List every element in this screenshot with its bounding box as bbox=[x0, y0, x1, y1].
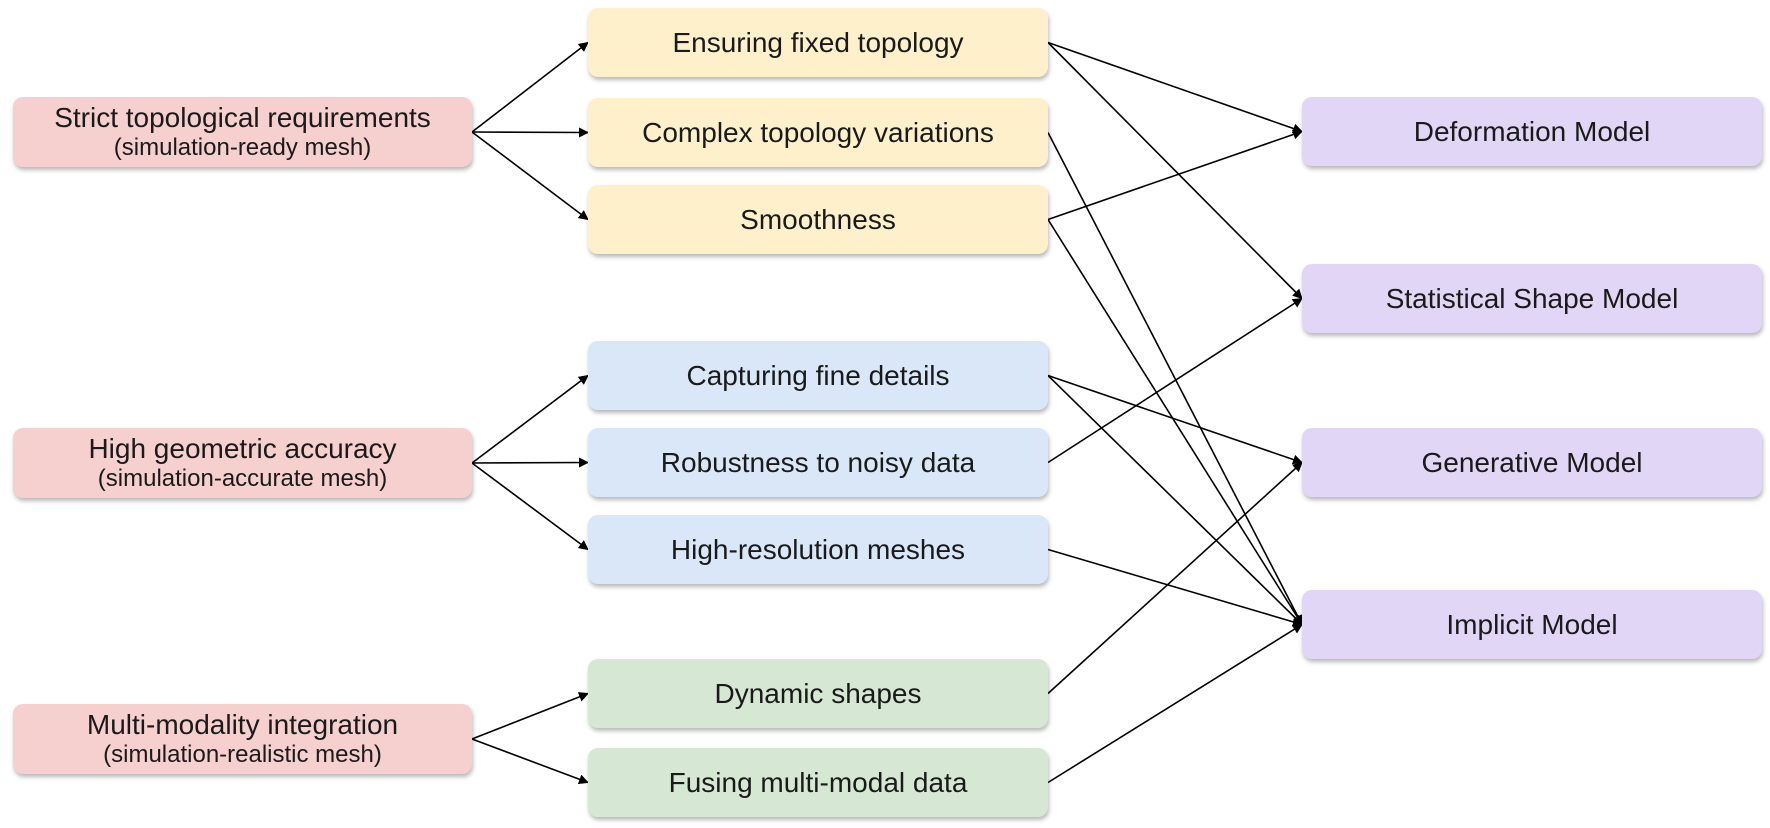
arrow-dynamic-to-gen bbox=[1047, 461, 1303, 695]
node-label: Smoothness bbox=[740, 203, 896, 235]
arrow-fusing-to-impl bbox=[1047, 623, 1303, 784]
node-strict-topological-requirements: Strict topological requirements (simulat… bbox=[13, 97, 472, 167]
node-label: Ensuring fixed topology bbox=[672, 26, 964, 58]
arrow-geom-to-robust bbox=[471, 457, 589, 468]
node-robustness-to-noisy-data: Robustness to noisy data bbox=[588, 428, 1048, 497]
node-label: Complex topology variations bbox=[642, 116, 994, 148]
arrow-complex-to-impl bbox=[1047, 132, 1303, 626]
node-smoothness: Smoothness bbox=[588, 185, 1048, 254]
arrow-fixed-to-deform bbox=[1047, 41, 1303, 134]
node-label: High geometric accuracy bbox=[88, 433, 397, 464]
node-deformation-model: Deformation Model bbox=[1302, 97, 1762, 166]
arrow-smooth-to-deform bbox=[1047, 129, 1303, 221]
node-generative-model: Generative Model bbox=[1302, 428, 1762, 497]
node-multi-modality-integration: Multi-modality integration (simulation-r… bbox=[13, 704, 472, 774]
node-label: Generative Model bbox=[1421, 446, 1643, 478]
node-capturing-fine-details: Capturing fine details bbox=[588, 341, 1048, 410]
arrow-multi-to-fusing bbox=[471, 738, 589, 785]
node-label: Deformation Model bbox=[1413, 115, 1651, 147]
node-dynamic-shapes: Dynamic shapes bbox=[588, 659, 1048, 728]
node-statistical-shape-model: Statistical Shape Model bbox=[1302, 264, 1762, 333]
node-label: Capturing fine details bbox=[686, 359, 950, 391]
arrow-strict-to-complex bbox=[471, 127, 589, 138]
node-fusing-multi-modal-data: Fusing multi-modal data bbox=[588, 748, 1048, 817]
arrow-strict-to-fixed bbox=[471, 41, 589, 133]
arrow-smooth-to-impl bbox=[1047, 219, 1303, 626]
arrow-geom-to-highres bbox=[471, 462, 589, 551]
node-label: Strict topological requirements bbox=[54, 102, 431, 133]
node-sublabel: (simulation-realistic mesh) bbox=[103, 741, 382, 768]
arrow-multi-to-dynamic bbox=[471, 692, 589, 740]
node-label: Implicit Model bbox=[1446, 608, 1618, 640]
node-label: Fusing multi-modal data bbox=[668, 766, 968, 798]
node-label: Multi-modality integration bbox=[86, 709, 399, 740]
node-label: Statistical Shape Model bbox=[1385, 282, 1679, 314]
node-sublabel: (simulation-accurate mesh) bbox=[97, 465, 388, 492]
node-high-geometric-accuracy: High geometric accuracy (simulation-accu… bbox=[13, 428, 472, 498]
node-label: Dynamic shapes bbox=[714, 677, 922, 709]
node-implicit-model: Implicit Model bbox=[1302, 590, 1762, 659]
arrow-fine-to-impl bbox=[1047, 374, 1303, 626]
arrow-fine-to-gen bbox=[1047, 374, 1303, 465]
node-label: High-resolution meshes bbox=[670, 533, 966, 565]
node-ensuring-fixed-topology: Ensuring fixed topology bbox=[588, 8, 1048, 77]
arrow-robust-to-ssm bbox=[1047, 297, 1303, 464]
node-label: Robustness to noisy data bbox=[660, 446, 976, 478]
arrow-highres-to-impl bbox=[1047, 548, 1303, 627]
node-complex-topology-variations: Complex topology variations bbox=[588, 98, 1048, 167]
node-high-resolution-meshes: High-resolution meshes bbox=[588, 515, 1048, 584]
node-sublabel: (simulation-ready mesh) bbox=[113, 134, 372, 161]
arrow-strict-to-smooth bbox=[471, 131, 589, 221]
arrow-fixed-to-ssm bbox=[1047, 41, 1303, 300]
arrow-geom-to-fine bbox=[471, 374, 589, 464]
